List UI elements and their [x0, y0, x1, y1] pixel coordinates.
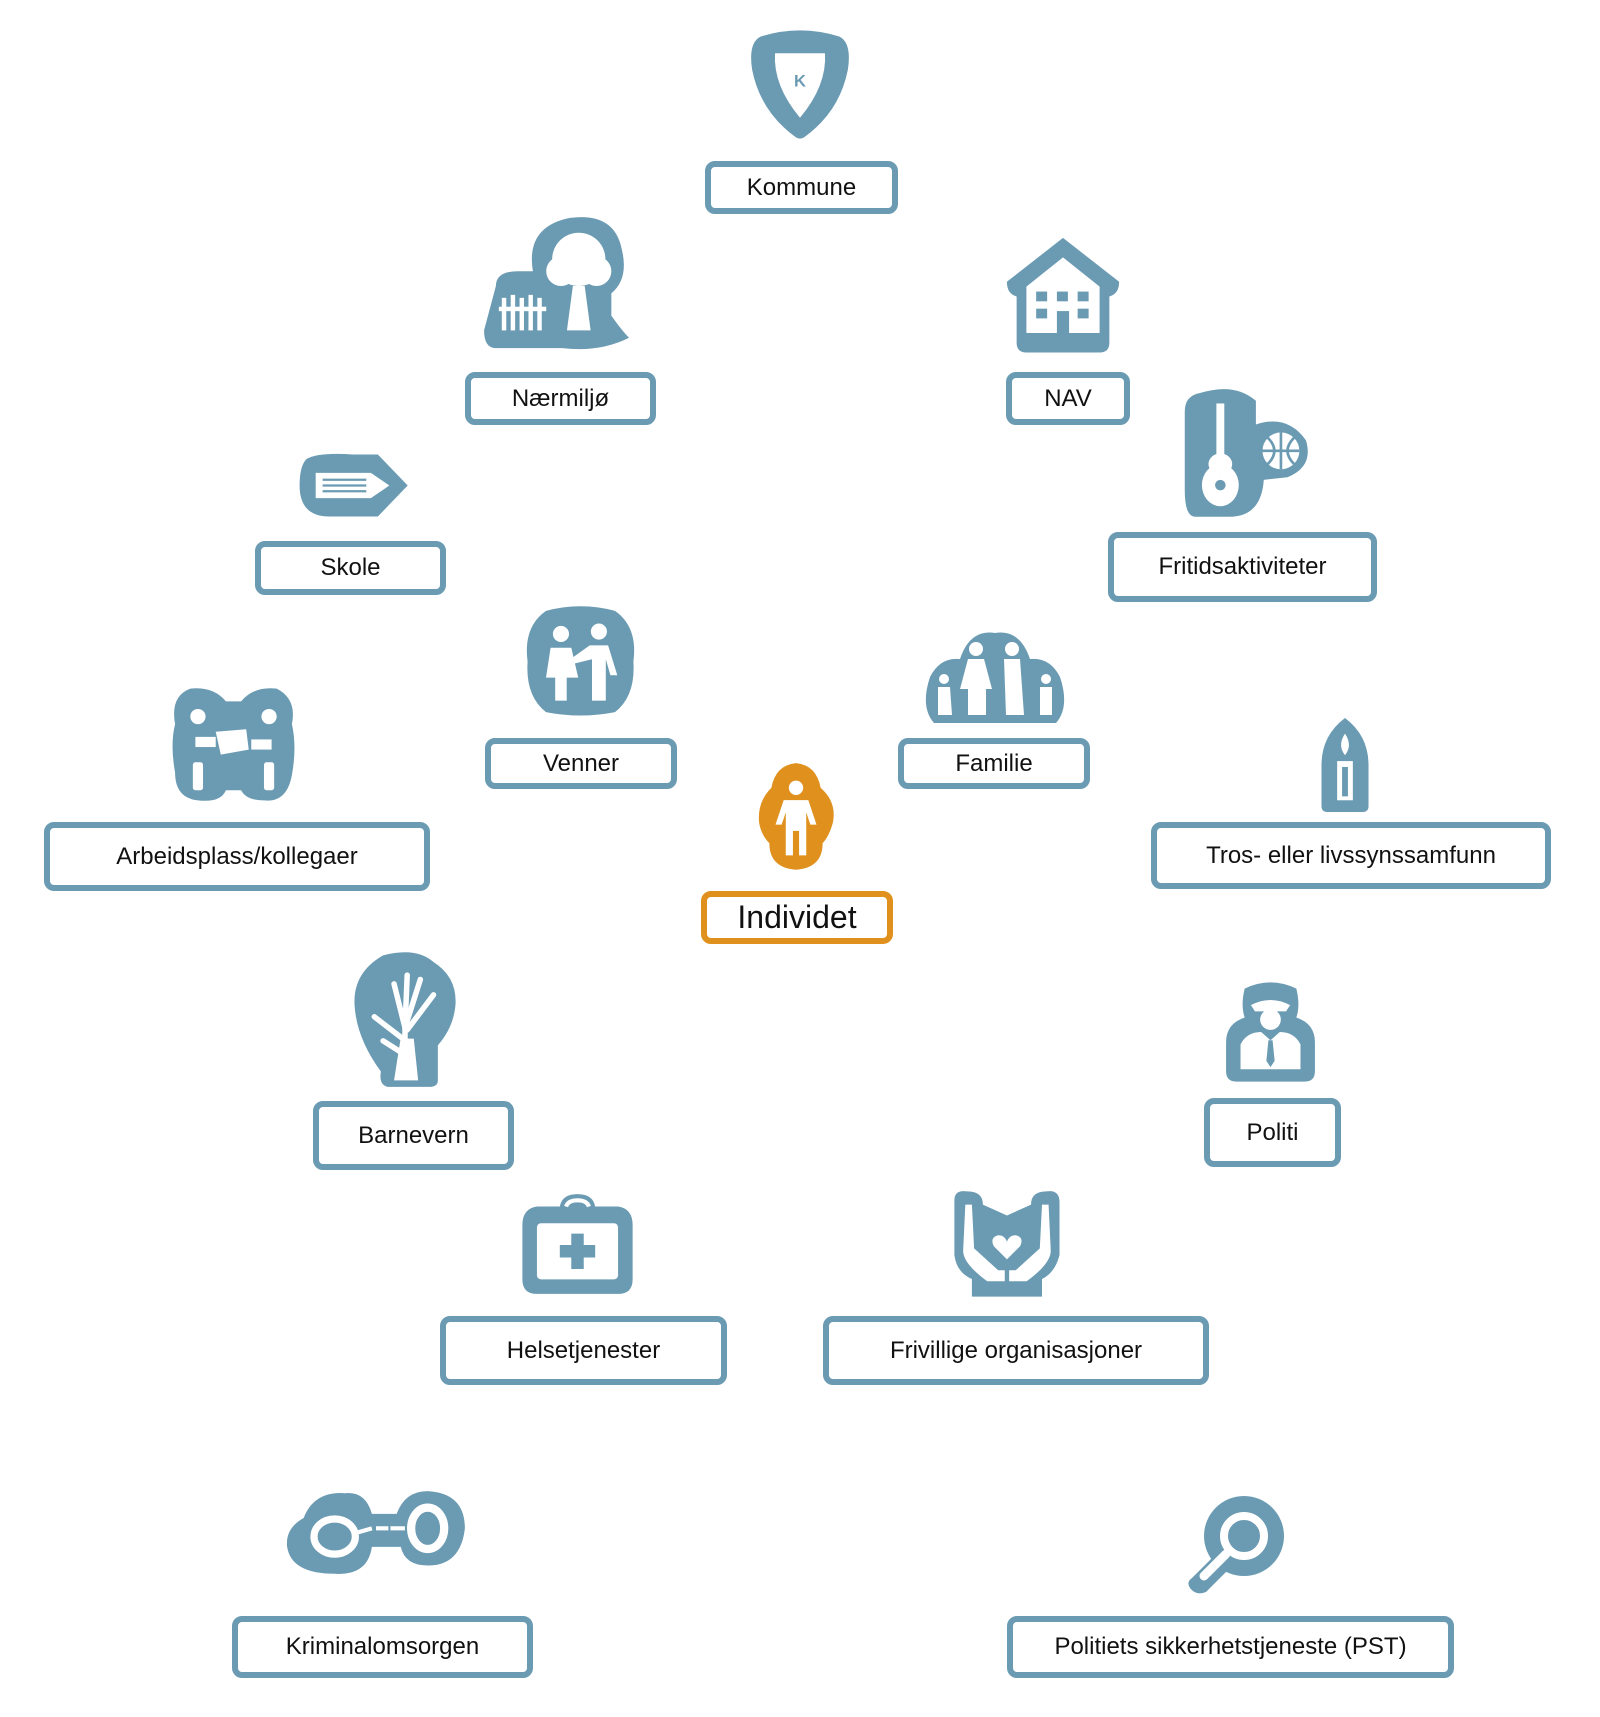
node-label: Helsetjenester — [506, 1336, 661, 1364]
shield-letter: K — [794, 72, 806, 91]
node-label: Arbeidsplass/kollegaer — [116, 842, 358, 870]
node-frivillige[interactable]: Frivillige organisasjoner — [823, 1316, 1209, 1385]
node-naermiljo[interactable]: Nærmiljø — [465, 372, 656, 425]
shield-icon: K — [748, 28, 852, 143]
heart-hands-icon — [950, 1189, 1065, 1299]
node-individet[interactable]: Individet — [701, 891, 893, 944]
node-tros[interactable]: Tros- eller livssynssamfunn — [1151, 822, 1551, 889]
node-label: Politi — [1246, 1118, 1299, 1146]
node-label: Tros- eller livssynssamfunn — [1206, 841, 1496, 869]
node-arbeidsplass[interactable]: Arbeidsplass/kollegaer — [44, 822, 430, 891]
candle-icon — [1315, 716, 1375, 814]
tree-fence-icon — [480, 212, 645, 360]
center-label: Individet — [737, 899, 857, 935]
coworkers-icon — [170, 686, 297, 803]
node-kommune[interactable]: Kommune — [705, 161, 898, 214]
police-icon — [1224, 980, 1317, 1084]
guitar-ball-icon — [1182, 385, 1314, 522]
magnifier-icon — [1186, 1494, 1286, 1594]
node-label: Politiets sikkerhetstjeneste (PST) — [1054, 1633, 1407, 1660]
node-label: Venner — [542, 749, 620, 777]
medical-bag-icon — [520, 1192, 635, 1296]
node-label: Barnevern — [358, 1121, 469, 1149]
person-icon — [755, 760, 837, 875]
node-label: Nærmiljø — [511, 384, 610, 412]
node-barnevern[interactable]: Barnevern — [313, 1101, 514, 1170]
node-label: Fritidsaktiviteter — [1158, 553, 1327, 580]
handcuffs-icon — [283, 1487, 469, 1580]
node-familie[interactable]: Familie — [898, 738, 1090, 789]
node-helsetjenester[interactable]: Helsetjenester — [440, 1316, 727, 1385]
node-venner[interactable]: Venner — [485, 738, 677, 789]
building-icon — [1000, 233, 1126, 355]
node-fritidsaktiviteter[interactable]: Fritidsaktiviteter — [1108, 532, 1377, 602]
node-politi[interactable]: Politi — [1204, 1098, 1341, 1167]
family-icon — [920, 627, 1070, 727]
node-label: NAV — [1044, 384, 1092, 412]
friends-icon — [523, 604, 638, 719]
node-label: Kriminalomsorgen — [285, 1633, 480, 1660]
node-label: Skole — [320, 554, 381, 581]
node-label: Familie — [955, 749, 1033, 777]
node-label: Frivillige organisasjoner — [889, 1336, 1143, 1364]
node-skole[interactable]: Skole — [255, 541, 446, 595]
pencil-icon — [295, 447, 410, 524]
node-pst[interactable]: Politiets sikkerhetstjeneste (PST) — [1007, 1616, 1454, 1678]
node-label: Kommune — [746, 173, 857, 201]
hands-icon — [350, 951, 460, 1088]
node-kriminalomsorgen[interactable]: Kriminalomsorgen — [232, 1616, 533, 1678]
node-nav[interactable]: NAV — [1006, 372, 1130, 425]
